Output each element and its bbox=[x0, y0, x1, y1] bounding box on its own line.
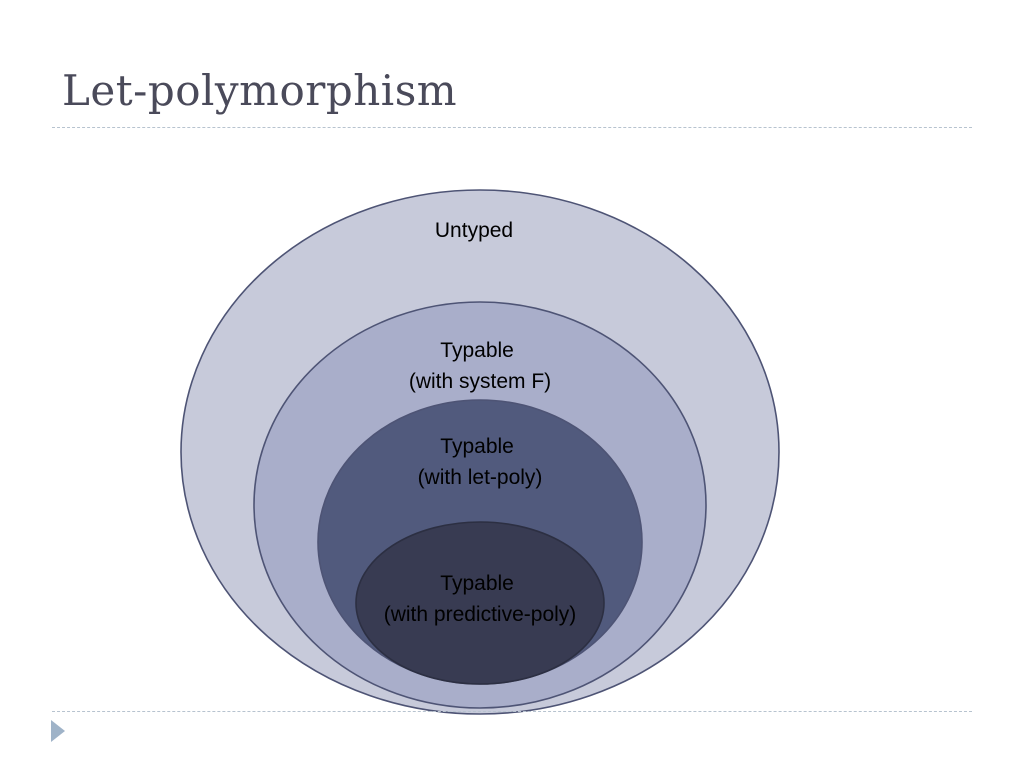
play-triangle-icon[interactable] bbox=[51, 720, 65, 742]
system-f-label-line-2: (with system F) bbox=[409, 370, 551, 393]
untyped-label: Untyped bbox=[435, 219, 513, 242]
predictive-poly-label-line-1: Typable bbox=[440, 572, 514, 595]
let-poly-label: Typable (with let-poly) bbox=[418, 435, 543, 489]
title-divider bbox=[52, 127, 972, 128]
predictive-poly-label-line-2: (with predictive-poly) bbox=[384, 603, 577, 626]
system-f-label-line-1: Typable bbox=[440, 339, 514, 362]
system-f-label: Typable (with system F) bbox=[409, 339, 551, 393]
footer-divider bbox=[52, 711, 972, 712]
let-poly-label-line-2: (with let-poly) bbox=[418, 466, 543, 489]
slide-title: Let-polymorphism bbox=[62, 66, 458, 115]
let-poly-label-line-1: Typable bbox=[440, 435, 514, 458]
predictive-poly-label: Typable (with predictive-poly) bbox=[384, 572, 577, 626]
predictive-poly-ellipse bbox=[355, 521, 605, 685]
